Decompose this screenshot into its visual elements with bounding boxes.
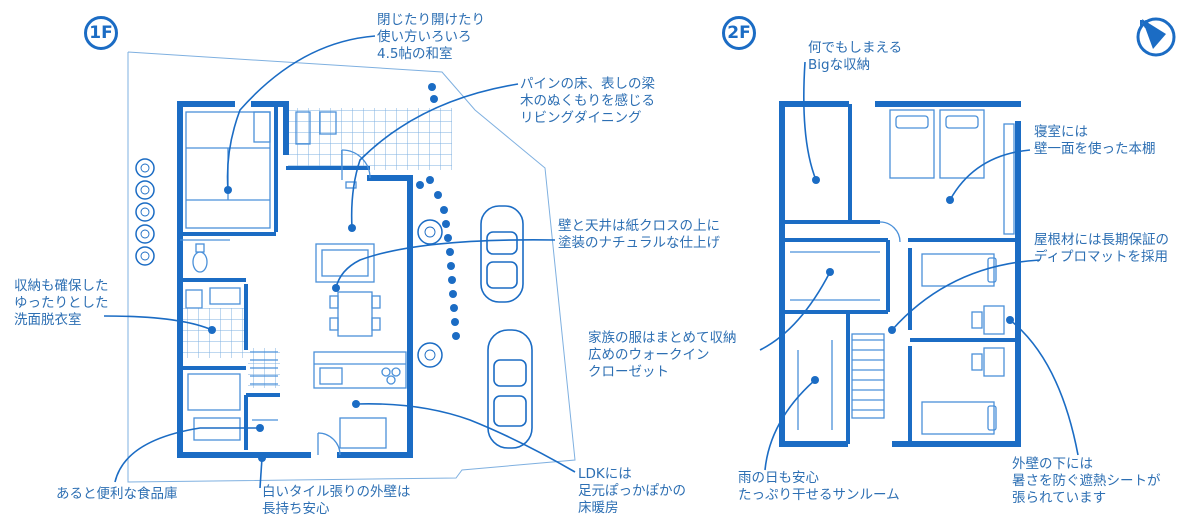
annotation-line: あると便利な食品庫 bbox=[56, 486, 178, 502]
annotation-washitsu: 閉じたり開けたり 使い方いろいろ 4.5帖の和室 bbox=[377, 12, 485, 63]
annotation-line: 壁と天井は紙クロスの上に bbox=[558, 218, 720, 234]
annotation-line: 床暖房 bbox=[578, 500, 619, 516]
annotation-closet: 家族の服はまとめて収納 広めのウォークイン クローゼット bbox=[588, 330, 737, 381]
sink bbox=[185, 289, 203, 309]
annotation-line: Bigな収納 bbox=[808, 57, 871, 73]
bed-1 bbox=[889, 109, 935, 179]
annotation-line: 家族の服はまとめて収納 bbox=[588, 330, 737, 346]
annotation-ldk: LDKには 足元ぽっかぽかの 床暖房 bbox=[578, 466, 686, 517]
sofa bbox=[315, 243, 375, 283]
car-2 bbox=[487, 329, 533, 449]
first-floor-plan bbox=[103, 35, 576, 489]
dining-table bbox=[337, 291, 373, 337]
wall-1f-right bbox=[337, 175, 413, 458]
annotation-line: クローゼット bbox=[588, 364, 669, 380]
annotation-line: 収納も確保した bbox=[14, 278, 109, 294]
car-1 bbox=[480, 205, 524, 303]
annotation-line: たっぷり干せるサンルーム bbox=[738, 487, 900, 503]
lot-boundary bbox=[127, 51, 576, 483]
bed-4 bbox=[921, 401, 995, 435]
annotation-pantry: あると便利な食品庫 bbox=[56, 486, 178, 503]
annotation-big-storage: 何でもしまえる Bigな収納 bbox=[808, 40, 902, 74]
annotation-storage: 収納も確保した ゆったりとした 洗面脱衣室 bbox=[14, 278, 109, 329]
washitsu-tatami bbox=[185, 111, 271, 229]
annotation-line: LDKには bbox=[578, 466, 632, 482]
annotation-bedroom: 寝室には 壁一面を使った本棚 bbox=[1034, 124, 1156, 158]
annotation-line: 木のぬくもりを感じる bbox=[520, 93, 655, 109]
annotation-line: 壁一面を使った本棚 bbox=[1034, 141, 1156, 157]
annotation-line: 洗面脱衣室 bbox=[14, 312, 82, 328]
annotation-line: ディプロマットを採用 bbox=[1034, 249, 1169, 265]
stairs-2f bbox=[851, 333, 885, 419]
wall-2f-outer bbox=[779, 101, 849, 447]
desk-2 bbox=[983, 347, 1005, 377]
annotation-line: 屋根材には長期保証の bbox=[1034, 232, 1169, 248]
annotation-line: パインの床、表しの梁 bbox=[520, 76, 655, 92]
bed-2 bbox=[939, 109, 985, 179]
annotation-line: 雨の日も安心 bbox=[738, 470, 819, 486]
annotation-line: 閉じたり開けたり bbox=[377, 12, 485, 28]
annotation-line: ゆったりとした bbox=[14, 295, 109, 311]
annotation-walls: 壁と天井は紙クロスの上に 塗装のナチュラルな仕上げ bbox=[558, 218, 720, 252]
annotation-line: 白いタイル張りの外壁は bbox=[262, 484, 411, 500]
tree-row-left bbox=[135, 158, 155, 266]
annotation-line: 使い方いろいろ bbox=[377, 29, 472, 45]
annotation-line: 広めのウォークイン bbox=[588, 347, 710, 363]
bed-3 bbox=[921, 253, 995, 287]
stairs-1f bbox=[250, 351, 278, 385]
annotation-line: 長持ち安心 bbox=[262, 501, 330, 517]
annotation-line: 4.5帖の和室 bbox=[377, 46, 453, 62]
second-floor-plan bbox=[759, 61, 1079, 471]
annotation-line: 張られています bbox=[1012, 490, 1107, 506]
annotation-exterior: 外壁の下には 暑さを防ぐ遮熱シートが 張られています bbox=[1012, 456, 1161, 507]
washroom-tiles bbox=[183, 308, 248, 358]
annotation-tile: 白いタイル張りの外壁は 長持ち安心 bbox=[262, 484, 411, 518]
north-arrow-icon: N bbox=[1136, 17, 1176, 57]
kitchen-counter bbox=[313, 351, 407, 389]
annotation-line: 暑さを防ぐ遮熱シートが bbox=[1012, 473, 1161, 489]
oshiire bbox=[253, 111, 271, 143]
tree-large-2 bbox=[417, 342, 443, 368]
annotation-line: リビングダイニング bbox=[520, 110, 642, 126]
desk-1 bbox=[983, 305, 1005, 335]
annotation-line: 足元ぽっかぽかの bbox=[578, 483, 686, 499]
annotation-line: 外壁の下には bbox=[1012, 456, 1093, 472]
annotation-roof: 屋根材には長期保証の ディプロマットを採用 bbox=[1034, 232, 1169, 266]
wall-1f-outer-left bbox=[177, 101, 311, 458]
annotation-living: パインの床、表しの梁 木のぬくもりを感じる リビングダイニング bbox=[520, 76, 655, 127]
entrance-tiles bbox=[288, 108, 452, 170]
annotation-line: 寝室には bbox=[1034, 124, 1088, 140]
bookshelf bbox=[1003, 123, 1015, 235]
floor-badge-1f: 1F bbox=[84, 16, 118, 50]
toilet bbox=[192, 251, 208, 273]
annotation-line: 塗装のナチュラルな仕上げ bbox=[558, 235, 720, 251]
bathtub bbox=[187, 373, 241, 411]
annotation-line: 何でもしまえる bbox=[808, 40, 903, 56]
compass-letter: N bbox=[1139, 18, 1148, 31]
floor-badge-2f: 2F bbox=[722, 16, 756, 50]
annotation-sunroom: 雨の日も安心 たっぷり干せるサンルーム bbox=[738, 470, 900, 504]
tree-large-1 bbox=[417, 219, 443, 245]
